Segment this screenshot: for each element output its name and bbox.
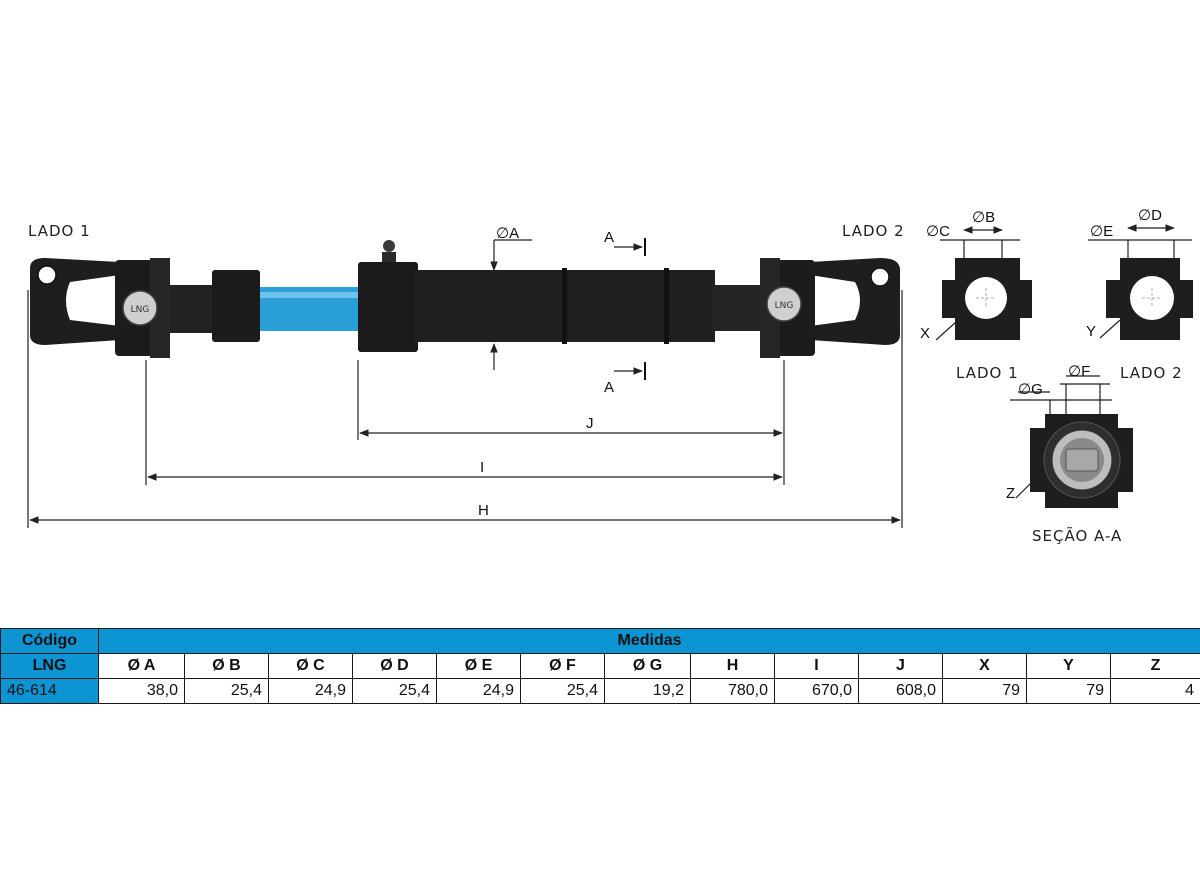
col-header: X bbox=[942, 653, 1027, 679]
table-cell: 780,0 bbox=[690, 678, 775, 704]
product-code: 46-614 bbox=[0, 678, 99, 704]
view-side1-label: LADO 1 bbox=[956, 364, 1019, 382]
dim-phi-a: ∅A bbox=[490, 225, 532, 370]
col-header: J bbox=[858, 653, 943, 679]
dim-i-label: I bbox=[480, 459, 484, 476]
table-cell: 4 bbox=[1109, 678, 1200, 704]
table-cell: 670,0 bbox=[774, 678, 859, 704]
right-yoke-mark: LNG bbox=[775, 301, 794, 311]
table-header-row-1: Código Medidas bbox=[0, 628, 1200, 654]
view-section-aa: ∅F ∅G Z SEÇÃO A-A bbox=[1006, 363, 1133, 545]
specs-table: Código Medidas LNG Ø A Ø B Ø C Ø D Ø E Ø… bbox=[0, 628, 1200, 704]
callout-z-label: Z bbox=[1006, 485, 1015, 502]
col-header: Ø C bbox=[268, 653, 353, 679]
table-cell: 24,9 bbox=[436, 678, 521, 704]
grease-fitting bbox=[382, 240, 396, 264]
table-row: 46-614 38,0 25,4 24,9 25,4 24,9 25,4 19,… bbox=[0, 678, 1200, 704]
dim-phi-f-label: ∅F bbox=[1068, 363, 1090, 380]
left-yoke-mark: LNG bbox=[131, 305, 150, 315]
dim-h: H bbox=[29, 502, 901, 524]
col-header: Ø E bbox=[436, 653, 521, 679]
col-header: Y bbox=[1026, 653, 1111, 679]
col-header: Ø B bbox=[184, 653, 269, 679]
section-a-markers: A A bbox=[604, 229, 646, 396]
left-stub-tube bbox=[170, 285, 215, 333]
col-header: Ø G bbox=[604, 653, 691, 679]
side2-label: LADO 2 bbox=[842, 222, 905, 240]
dim-phi-b-label: ∅B bbox=[972, 209, 995, 226]
dim-phi-g-label: ∅G bbox=[1018, 381, 1043, 398]
col-header: Ø A bbox=[98, 653, 185, 679]
extension-lines bbox=[27, 290, 903, 528]
dim-phi-d-label: ∅D bbox=[1138, 207, 1162, 224]
left-collar bbox=[212, 270, 260, 342]
table-cell: 38,0 bbox=[98, 678, 185, 704]
table-cell: 25,4 bbox=[184, 678, 269, 704]
table-cell: 25,4 bbox=[520, 678, 605, 704]
col-header: Ø D bbox=[352, 653, 437, 679]
col-header: I bbox=[774, 653, 859, 679]
tube-ring-1 bbox=[562, 268, 567, 344]
table-cell: 608,0 bbox=[858, 678, 943, 704]
view-side2-label: LADO 2 bbox=[1120, 364, 1183, 382]
table-cell: 25,4 bbox=[352, 678, 437, 704]
view-section-label: SEÇÃO A-A bbox=[1032, 526, 1122, 545]
section-marker-bottom: A bbox=[604, 379, 614, 396]
dim-i: I bbox=[147, 459, 783, 481]
brand-header: LNG bbox=[0, 653, 99, 679]
section-marker-top: A bbox=[604, 229, 614, 246]
col-header: H bbox=[690, 653, 775, 679]
right-stub-tube bbox=[712, 285, 762, 331]
tube-ring-2 bbox=[664, 268, 669, 344]
table-cell: 24,9 bbox=[268, 678, 353, 704]
dim-j-label: J bbox=[586, 415, 594, 432]
table-header-row-2: LNG Ø A Ø B Ø C Ø D Ø E Ø F Ø G H I J X … bbox=[0, 653, 1200, 679]
dim-phi-e-label: ∅E bbox=[1090, 223, 1113, 240]
driveshaft-assembly: LNG LNG bbox=[30, 240, 900, 358]
view-side1: ∅B ∅C X LADO 1 bbox=[920, 209, 1032, 382]
code-header: Código bbox=[0, 628, 99, 654]
view-side2: ∅D ∅E Y LADO 2 bbox=[1086, 207, 1193, 382]
table-cell: 79 bbox=[1026, 678, 1111, 704]
side1-label: LADO 1 bbox=[28, 222, 91, 240]
dim-phi-c-label: ∅C bbox=[926, 223, 950, 240]
callout-x-label: X bbox=[920, 325, 930, 342]
callout-y-label: Y bbox=[1086, 323, 1096, 340]
col-header: Z bbox=[1109, 653, 1200, 679]
driveshaft-diagram: LNG LNG LADO 1 LADO 2 bbox=[27, 207, 1193, 545]
dim-phi-a-label: ∅A bbox=[496, 225, 519, 242]
col-header: Ø F bbox=[520, 653, 605, 679]
outer-tube-sleeve bbox=[358, 262, 418, 352]
right-yoke: LNG bbox=[760, 258, 900, 358]
table-cell: 79 bbox=[942, 678, 1027, 704]
measures-header: Medidas bbox=[97, 628, 1200, 654]
left-yoke: LNG bbox=[30, 258, 170, 358]
table-cell: 19,2 bbox=[604, 678, 691, 704]
dim-j: J bbox=[359, 415, 783, 437]
inner-tube-highlight bbox=[260, 292, 360, 298]
dim-h-label: H bbox=[478, 502, 489, 519]
